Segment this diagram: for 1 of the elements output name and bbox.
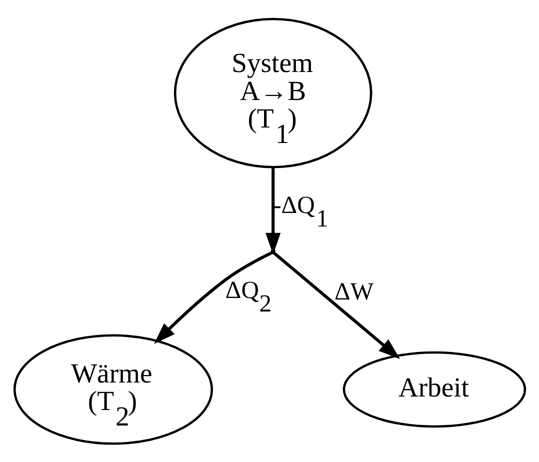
edge-label: ΔW xyxy=(334,278,374,306)
